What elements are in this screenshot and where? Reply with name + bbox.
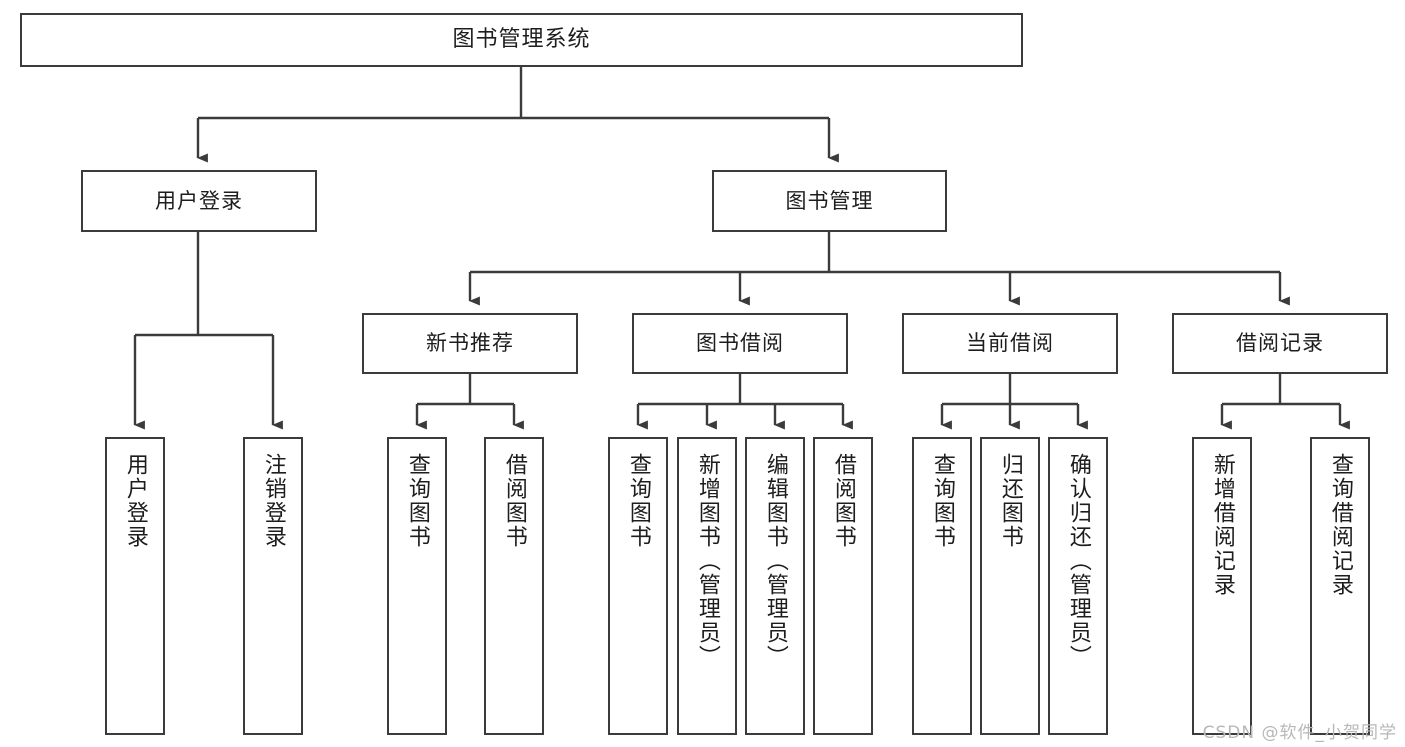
node-user-login[interactable]: 用户登录 (81, 170, 317, 232)
leaf-book-borrow-edit[interactable]: 编辑图书（管理员） (745, 437, 805, 735)
leaf-label: 查询图书 (929, 453, 955, 549)
leaf-book-borrow-add[interactable]: 新增图书（管理员） (677, 437, 737, 735)
node-borrow-record[interactable]: 借阅记录 (1172, 313, 1388, 374)
leaf-current-borrow-confirm[interactable]: 确认归还（管理员） (1048, 437, 1108, 735)
leaf-current-borrow-return[interactable]: 归还图书 (980, 437, 1040, 735)
leaf-label: 归还图书 (997, 453, 1023, 549)
leaf-label: 编辑图书（管理员） (762, 453, 788, 669)
leaf-label: 借阅图书 (830, 453, 856, 549)
leaf-user-login-logout[interactable]: 注销登录 (243, 437, 303, 735)
node-borrow-record-label: 借阅记录 (1236, 331, 1324, 356)
leaf-book-borrow-lend[interactable]: 借阅图书 (813, 437, 873, 735)
leaf-user-login-signin[interactable]: 用户登录 (105, 437, 165, 735)
node-current-borrow-label: 当前借阅 (966, 331, 1054, 356)
node-book-borrow-label: 图书借阅 (696, 331, 784, 356)
node-root[interactable]: 图书管理系统 (20, 13, 1023, 67)
leaf-label: 查询图书 (404, 453, 430, 549)
leaf-label: 注销登录 (260, 453, 286, 549)
leaf-borrow-record-add[interactable]: 新增借阅记录 (1192, 437, 1252, 735)
node-new-book-recommend-label: 新书推荐 (426, 331, 514, 356)
leaf-book-borrow-query[interactable]: 查询图书 (608, 437, 668, 735)
leaf-label: 查询图书 (625, 453, 651, 549)
leaf-current-borrow-query[interactable]: 查询图书 (912, 437, 972, 735)
leaf-label: 新增借阅记录 (1209, 453, 1235, 597)
leaf-borrow-record-query[interactable]: 查询借阅记录 (1310, 437, 1370, 735)
node-root-label: 图书管理系统 (452, 27, 591, 53)
node-user-login-label: 用户登录 (155, 188, 243, 213)
node-current-borrow[interactable]: 当前借阅 (902, 313, 1118, 374)
node-book-management[interactable]: 图书管理 (712, 170, 947, 232)
leaf-new-book-borrow[interactable]: 借阅图书 (484, 437, 544, 735)
watermark: CSDN @软件_小贺同学 (1202, 723, 1397, 743)
leaf-label: 借阅图书 (501, 453, 527, 549)
node-book-borrow[interactable]: 图书借阅 (632, 313, 848, 374)
leaf-label: 确认归还（管理员） (1065, 453, 1091, 669)
leaf-label: 新增图书（管理员） (694, 453, 720, 669)
leaf-new-book-query[interactable]: 查询图书 (387, 437, 447, 735)
node-new-book-recommend[interactable]: 新书推荐 (362, 313, 578, 374)
node-book-management-label: 图书管理 (785, 188, 874, 213)
leaf-label: 查询借阅记录 (1327, 453, 1353, 597)
leaf-label: 用户登录 (122, 453, 148, 549)
